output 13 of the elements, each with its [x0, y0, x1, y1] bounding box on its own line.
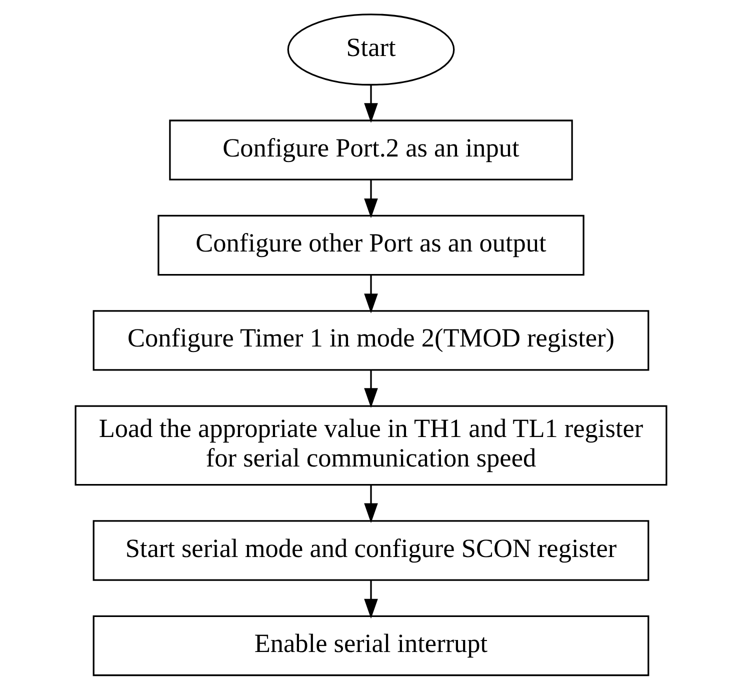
arrow — [364, 84, 378, 123]
node-box: Configure other Port as an output — [157, 214, 584, 276]
arrow — [364, 580, 378, 619]
arrow — [364, 180, 378, 218]
arrow — [364, 274, 378, 314]
node-box: Start serial mode and configure SCON register — [92, 520, 649, 581]
node-box: Load the appropriate value in TH1 and TL1 register for serial communication speed — [74, 405, 667, 486]
node-box: Configure Timer 1 in mode 2(TMOD register) — [92, 310, 649, 371]
node-box: Configure Port.2 as an input — [168, 120, 572, 180]
arrow — [364, 485, 378, 523]
node-box: Enable serial interrupt — [92, 615, 649, 676]
arrow — [364, 370, 378, 408]
node-ellipse: Start — [286, 14, 454, 86]
